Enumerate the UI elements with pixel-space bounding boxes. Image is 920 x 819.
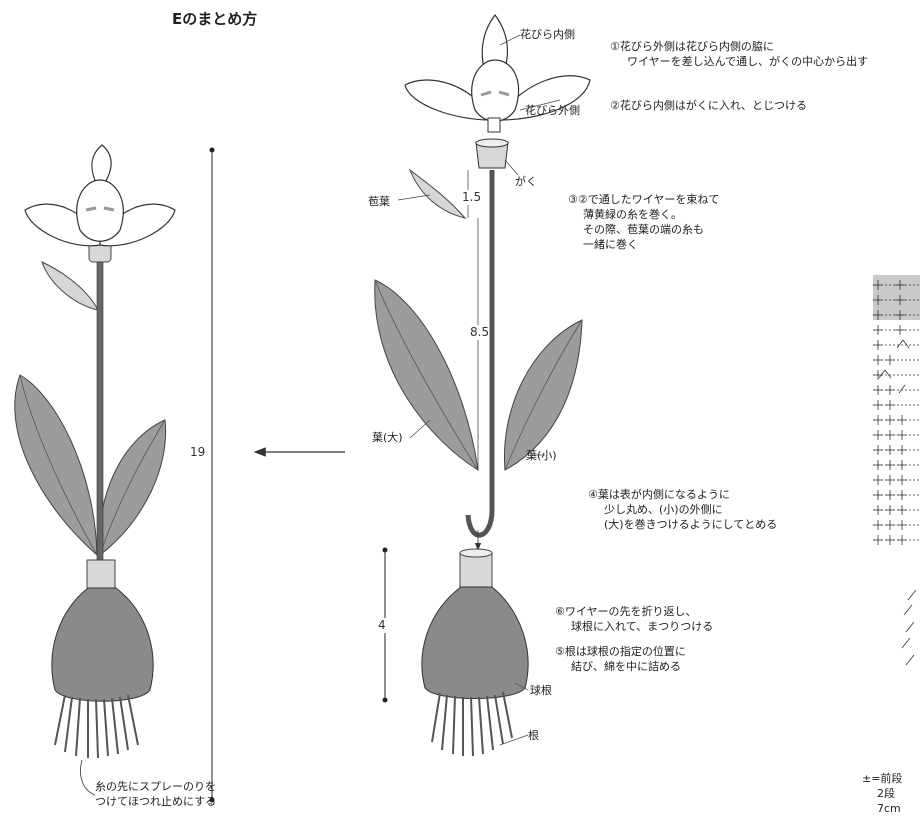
label-bulb: 球根 (530, 684, 552, 697)
spray-note-line-1: 糸の先にスプレーのりを (95, 780, 216, 793)
step-6-line-2: 球根に入れて、まつりつける (571, 620, 714, 633)
center-bract (408, 168, 467, 219)
label-calyx: がく (515, 175, 537, 188)
left-bulb-neck (86, 559, 116, 591)
exploded-parts (374, 13, 591, 757)
step-3-line-4: 一緒に巻く (583, 238, 638, 251)
step-4-line-2: 少し丸め、(小)の外側に (604, 503, 723, 516)
step-1-line-1: ①花びら外側は花びら内側の脇に (610, 40, 774, 53)
page-title: Eのまとめ方 (172, 10, 258, 28)
left-bract (41, 261, 99, 311)
label-leaf-small: 葉(小) (526, 449, 557, 462)
step-4-line-3: (大)を巻きつけるようにしてとめる (604, 518, 778, 531)
left-leaf-small (98, 419, 167, 556)
label-root: 根 (528, 729, 539, 742)
step-1-line-2: ワイヤーを差し込んで通し、がくの中心から出す (627, 55, 869, 68)
chart-bottom-marks (901, 589, 917, 666)
dimension-total: 19 (190, 445, 206, 459)
step-2-line-1: ②花びら内側はがくに入れ、とじつける (610, 99, 807, 112)
dimension-19 (209, 147, 215, 803)
center-wire (465, 170, 495, 538)
spray-leader (80, 759, 96, 796)
finished-flower (14, 144, 176, 796)
dimension-bulb-height: 4 (378, 618, 386, 633)
step-3-line-2: 薄黄緑の糸を巻く。 (583, 208, 682, 221)
step-5-line-2: 結び、綿を中に詰める (571, 660, 681, 673)
step-6-line-1: ⑥ワイヤーの先を折り返し、 (555, 605, 697, 618)
legend-line-2: 2段 (877, 787, 895, 800)
label-bract: 苞葉 (368, 195, 390, 208)
step-5-line-1: ⑤根は球根の指定の位置に (555, 645, 686, 658)
spray-note-line-2: つけてほつれ止めにする (95, 795, 217, 808)
label-leaf-large: 葉(大) (372, 431, 403, 444)
legend-line-3: 7cm (877, 802, 901, 815)
dimension-leaf-gap: 8.5 (470, 325, 490, 340)
label-petal-outer: 花びら外側 (525, 104, 580, 117)
center-bulb (421, 586, 529, 699)
center-bulb-neck (459, 552, 493, 590)
left-bulb (51, 587, 154, 702)
label-petal-inner: 花びら内側 (520, 28, 575, 41)
left-stem (96, 254, 104, 561)
dimension-bract-gap: 1.5 (462, 190, 482, 205)
step-3-line-3: その際、苞葉の端の糸も (583, 223, 704, 236)
legend-symbol-line: ±=前段 (862, 772, 903, 785)
step-4-line-1: ④葉は表が内側になるように (588, 488, 730, 501)
stitch-chart (873, 275, 920, 666)
step-3-line-1: ③②で通したワイヤーを束ねて (568, 193, 720, 206)
